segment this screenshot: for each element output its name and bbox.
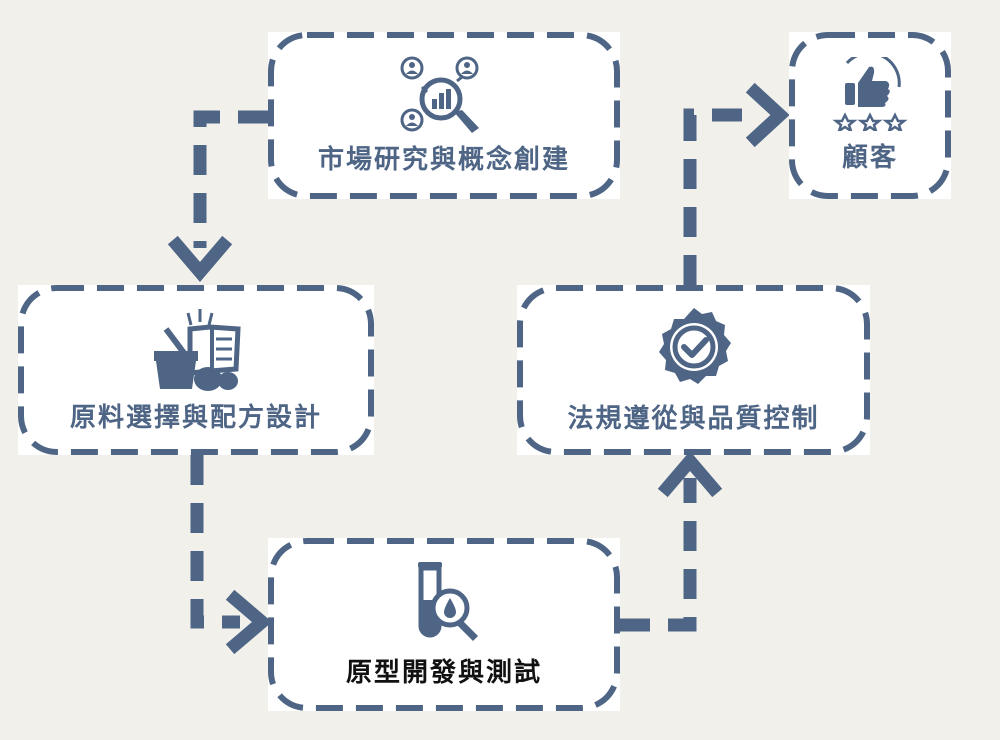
ingredients-icon [154, 308, 241, 391]
step-label: 顧客 [841, 143, 898, 173]
step-regulation-quality: 法規遵從與品質控制 [517, 285, 870, 455]
connector-regulation-to-customer [683, 108, 752, 285]
thumbs-up-rating-icon [832, 57, 908, 131]
step-label: 原料選擇與配方設計 [69, 402, 322, 433]
connector-prototype-to-regulation [620, 478, 697, 632]
check-badge-icon [658, 307, 731, 384]
arrowhead-right-customer [745, 82, 790, 148]
connector-market-to-formula [193, 110, 268, 248]
arrowhead-up [657, 450, 723, 498]
step-market-research: 市場研究與概念創建 [268, 32, 620, 199]
connector-formula-to-prototype [190, 455, 240, 629]
step-customer: 顧客 [789, 32, 951, 199]
test-tube-icon [418, 562, 478, 641]
arrowhead-down [167, 235, 233, 283]
step-label: 原型開發與測試 [345, 658, 542, 688]
arrowhead-right-prototype [225, 589, 273, 655]
step-ingredient-formula: 原料選擇與配方設計 [18, 285, 374, 455]
step-label: 法規遵從與品質控制 [567, 403, 820, 434]
step-prototype-testing: 原型開發與測試 [268, 538, 620, 711]
market-research-icon [400, 56, 479, 133]
step-label: 市場研究與概念創建 [317, 145, 570, 175]
